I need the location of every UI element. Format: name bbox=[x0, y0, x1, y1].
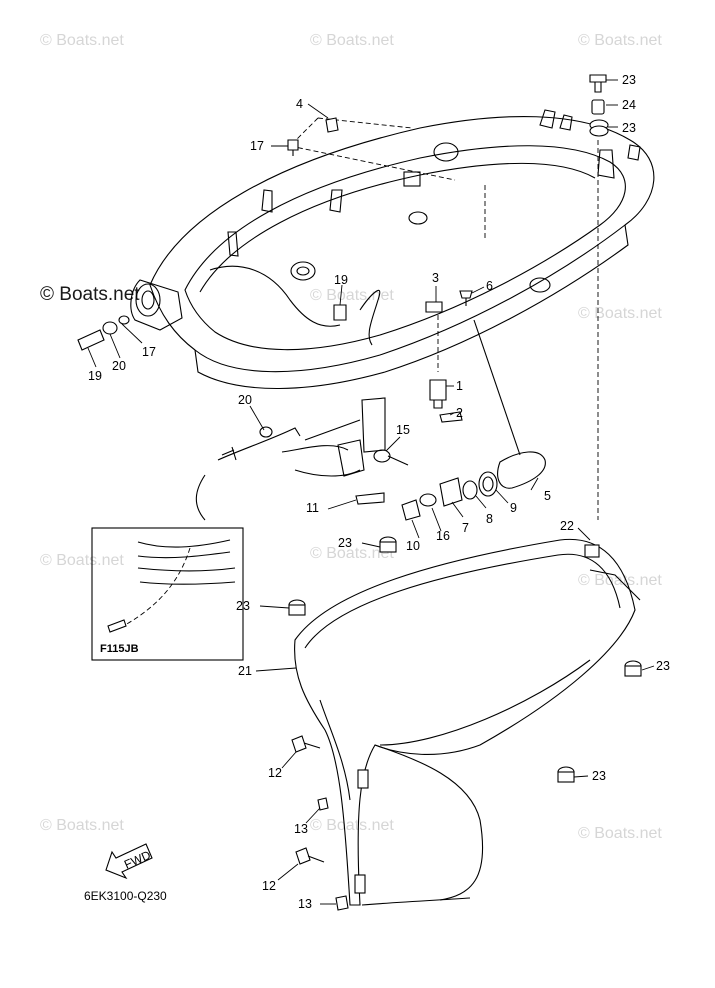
watermark: © Boats.net bbox=[578, 825, 662, 842]
lower-fasteners bbox=[288, 536, 642, 911]
callout-5: 5 bbox=[544, 489, 551, 503]
fastener-stack bbox=[589, 74, 609, 137]
callouts: 23 24 23 4 17 3 6 19 1 2 20 15 5 9 8 7 1… bbox=[88, 73, 670, 911]
cable-grommet-assembly bbox=[439, 319, 546, 507]
callout-19-lower: 13 bbox=[298, 897, 312, 911]
watermark: © Boats.net bbox=[40, 32, 124, 49]
clip-15 bbox=[333, 304, 347, 321]
callout-11: 11 bbox=[306, 501, 319, 515]
watermark: © Boats.net bbox=[310, 32, 394, 49]
callout-1: 1 bbox=[456, 379, 463, 393]
watermark: © Boats.net bbox=[310, 287, 394, 304]
callout-2: 2 bbox=[456, 406, 463, 420]
callout-24: 24 bbox=[622, 98, 636, 112]
grommets-center bbox=[425, 290, 473, 423]
diagram-code: 6EK3100-Q230 bbox=[84, 889, 167, 903]
callout-17: 20 bbox=[238, 393, 252, 407]
callout-3: 3 bbox=[432, 271, 439, 285]
callout-19: 13 bbox=[294, 822, 308, 836]
callout-9: 9 bbox=[510, 501, 517, 515]
callout-12-lower: 16 bbox=[436, 529, 450, 543]
watermark: © Boats.net bbox=[40, 552, 124, 569]
callout-4: 4 bbox=[296, 97, 303, 111]
callout-8: 8 bbox=[486, 512, 493, 526]
fwd-arrow: FWD bbox=[105, 843, 153, 880]
variant-inset: F115JB bbox=[91, 527, 244, 661]
callout-15: 19 bbox=[334, 273, 348, 287]
callout-20-lower: 12 bbox=[262, 879, 276, 893]
callout-23-e: 23 bbox=[592, 769, 606, 783]
left-fasteners bbox=[77, 315, 130, 351]
cable-clamps bbox=[355, 449, 437, 521]
callout-23-b: 23 bbox=[338, 536, 352, 550]
watermark-dark: © Boats.net bbox=[40, 284, 140, 305]
watermark: © Boats.net bbox=[310, 545, 394, 562]
watermark: © Boats.net bbox=[40, 817, 124, 834]
callout-18: 21 bbox=[238, 664, 252, 678]
callout-17-left: 20 bbox=[112, 359, 126, 373]
watermark: © Boats.net bbox=[578, 32, 662, 49]
callout-23: 23 bbox=[622, 121, 636, 135]
callout-23-c: 23 bbox=[236, 599, 250, 613]
small-screws bbox=[287, 117, 339, 156]
callout-20: 12 bbox=[268, 766, 282, 780]
fwd-label: FWD bbox=[122, 848, 153, 872]
leader-lines bbox=[87, 79, 655, 905]
callout-21: 22 bbox=[560, 519, 574, 533]
callout-14: 17 bbox=[142, 345, 156, 359]
callout-10: 10 bbox=[406, 539, 420, 553]
callout-6: 6 bbox=[486, 279, 493, 293]
watermark: © Boats.net bbox=[578, 305, 662, 322]
shift-cable-bracket bbox=[195, 397, 386, 521]
callout-22: 23 bbox=[622, 73, 636, 87]
callout-12: 15 bbox=[396, 423, 410, 437]
callout-23-d: 23 bbox=[656, 659, 670, 673]
callout-16: 19 bbox=[88, 369, 102, 383]
lower-apron bbox=[294, 538, 641, 906]
inset-label: F115JB bbox=[100, 643, 139, 655]
bottom-cowling-tray bbox=[130, 109, 655, 390]
callout-7: 7 bbox=[462, 521, 469, 535]
watermarks: © Boats.net © Boats.net © Boats.net © Bo… bbox=[40, 32, 662, 842]
watermark: © Boats.net bbox=[310, 817, 394, 834]
callout-13: 17 bbox=[250, 139, 264, 153]
